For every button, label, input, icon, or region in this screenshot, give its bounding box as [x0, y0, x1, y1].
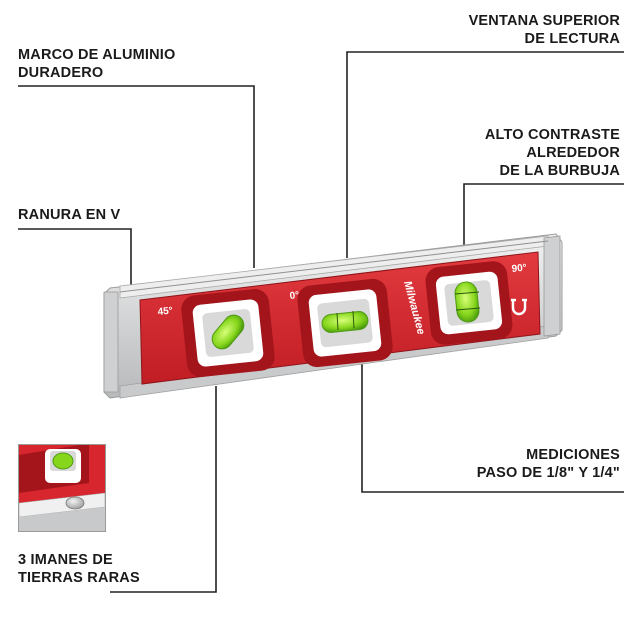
leader-v-groove [18, 228, 132, 288]
leader-contrast [463, 183, 624, 272]
label-top-window-line-1: VENTANA SUPERIOR [468, 13, 620, 29]
label-contrast: ALTO CONTRASTE ALREDEDOR DE LA BURBUJA [485, 126, 620, 180]
leader-measurements [361, 318, 624, 493]
label-measurements-line-2: PASO DE 1/8" Y 1/4" [476, 465, 620, 481]
label-magnets-line-2: TIERRAS RARAS [18, 570, 140, 586]
vial-window-45 [181, 289, 275, 377]
label-contrast-line-2: ALREDEDOR [526, 145, 620, 161]
leader-top-window [346, 51, 624, 258]
label-contrast-line-1: ALTO CONTRASTE [484, 127, 620, 143]
angle-label-90: 90° [511, 262, 527, 275]
magnet-icon [511, 298, 527, 316]
label-v-groove-line-1: RANURA EN V [18, 207, 121, 223]
magnet-closeup-art [19, 445, 105, 531]
label-frame: MARCO DE ALUMINIO DURADERO [18, 46, 176, 82]
angle-label-0: 0° [289, 290, 300, 302]
vial-window-0 [297, 278, 393, 368]
leader-magnets [110, 386, 217, 593]
label-contrast-line-3: DE LA BURBUJA [499, 163, 620, 179]
label-measurements: MEDICIONES PASO DE 1/8" Y 1/4" [477, 446, 620, 482]
magnet-closeup-inset [18, 444, 106, 532]
label-frame-line-1: MARCO DE ALUMINIO [18, 47, 176, 63]
label-top-window-line-2: DE LECTURA [524, 31, 620, 47]
leader-lines [18, 51, 624, 593]
label-frame-line-2: DURADERO [18, 65, 104, 81]
label-magnets-line-1: 3 IMANES DE [18, 552, 113, 568]
label-top-window: VENTANA SUPERIOR DE LECTURA [469, 12, 620, 48]
angle-label-45: 45° [157, 305, 173, 318]
label-v-groove: RANURA EN V [18, 206, 120, 224]
label-magnets: 3 IMANES DE TIERRAS RARAS [18, 551, 140, 587]
leader-frame [18, 85, 255, 268]
label-measurements-line-1: MEDICIONES [526, 447, 620, 463]
vial-window-90 [425, 261, 513, 345]
